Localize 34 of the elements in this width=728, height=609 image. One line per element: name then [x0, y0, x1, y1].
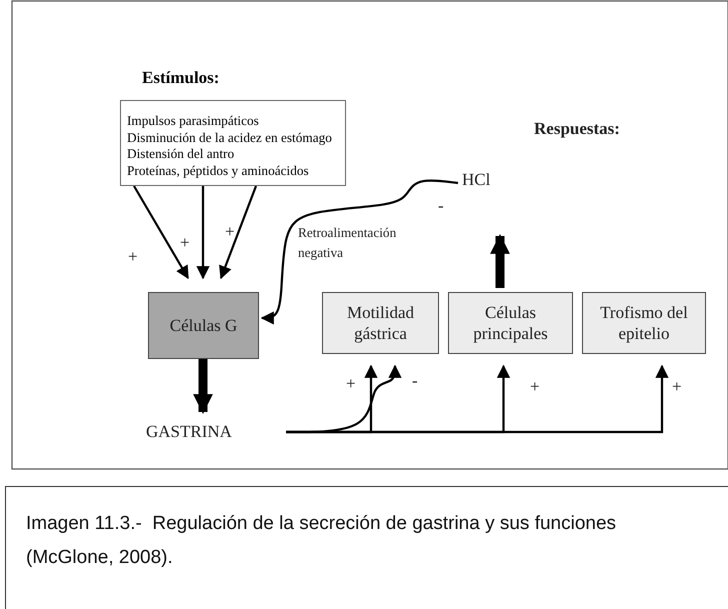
edge-label: +: [225, 223, 235, 240]
heading: Respuestas:: [534, 120, 620, 137]
node-text: GASTRINA: [146, 422, 232, 441]
process-box: [582, 292, 706, 354]
edge-label: +: [346, 375, 356, 392]
edge-label: -: [438, 197, 444, 214]
box-text: Trofismo del epitelio: [599, 302, 689, 344]
box-text: Células principales: [472, 302, 549, 344]
process-box: [148, 292, 259, 359]
annotation-text: Retroalimentación negativa: [298, 224, 398, 262]
box-text: Células G: [168, 314, 238, 336]
node-text: HCl: [462, 170, 490, 189]
stimulus-box: [120, 100, 346, 186]
process-box: [322, 292, 439, 354]
arrow: [193, 359, 213, 414]
arrow: [196, 186, 210, 280]
caption: Imagen 11.3.- Regulación de la secreción de gastrina y sus funciones (McGlone, 2008).: [5, 486, 728, 609]
arrow: [260, 179, 458, 325]
edge-label: +: [672, 378, 682, 395]
arrow: [219, 186, 258, 280]
list-item: Proteínas, péptidos y aminoácidos: [127, 162, 310, 179]
edge-label: -: [412, 372, 418, 389]
arrow: [286, 364, 669, 434]
process-box: [448, 292, 573, 354]
heading: Estímulos:: [142, 68, 220, 88]
list-item: Disminución de la acidez en estómago: [127, 130, 333, 146]
list-item: Distensión del antro: [127, 146, 236, 162]
edge-label: +: [180, 234, 190, 251]
edge-label: +: [530, 378, 540, 395]
arrow: [490, 234, 510, 288]
list-item: Impulsos parasimpáticos: [127, 113, 260, 130]
arrow: [133, 185, 189, 280]
edge-label: +: [128, 248, 138, 265]
box-text: Motilidad gástrica: [346, 302, 416, 344]
